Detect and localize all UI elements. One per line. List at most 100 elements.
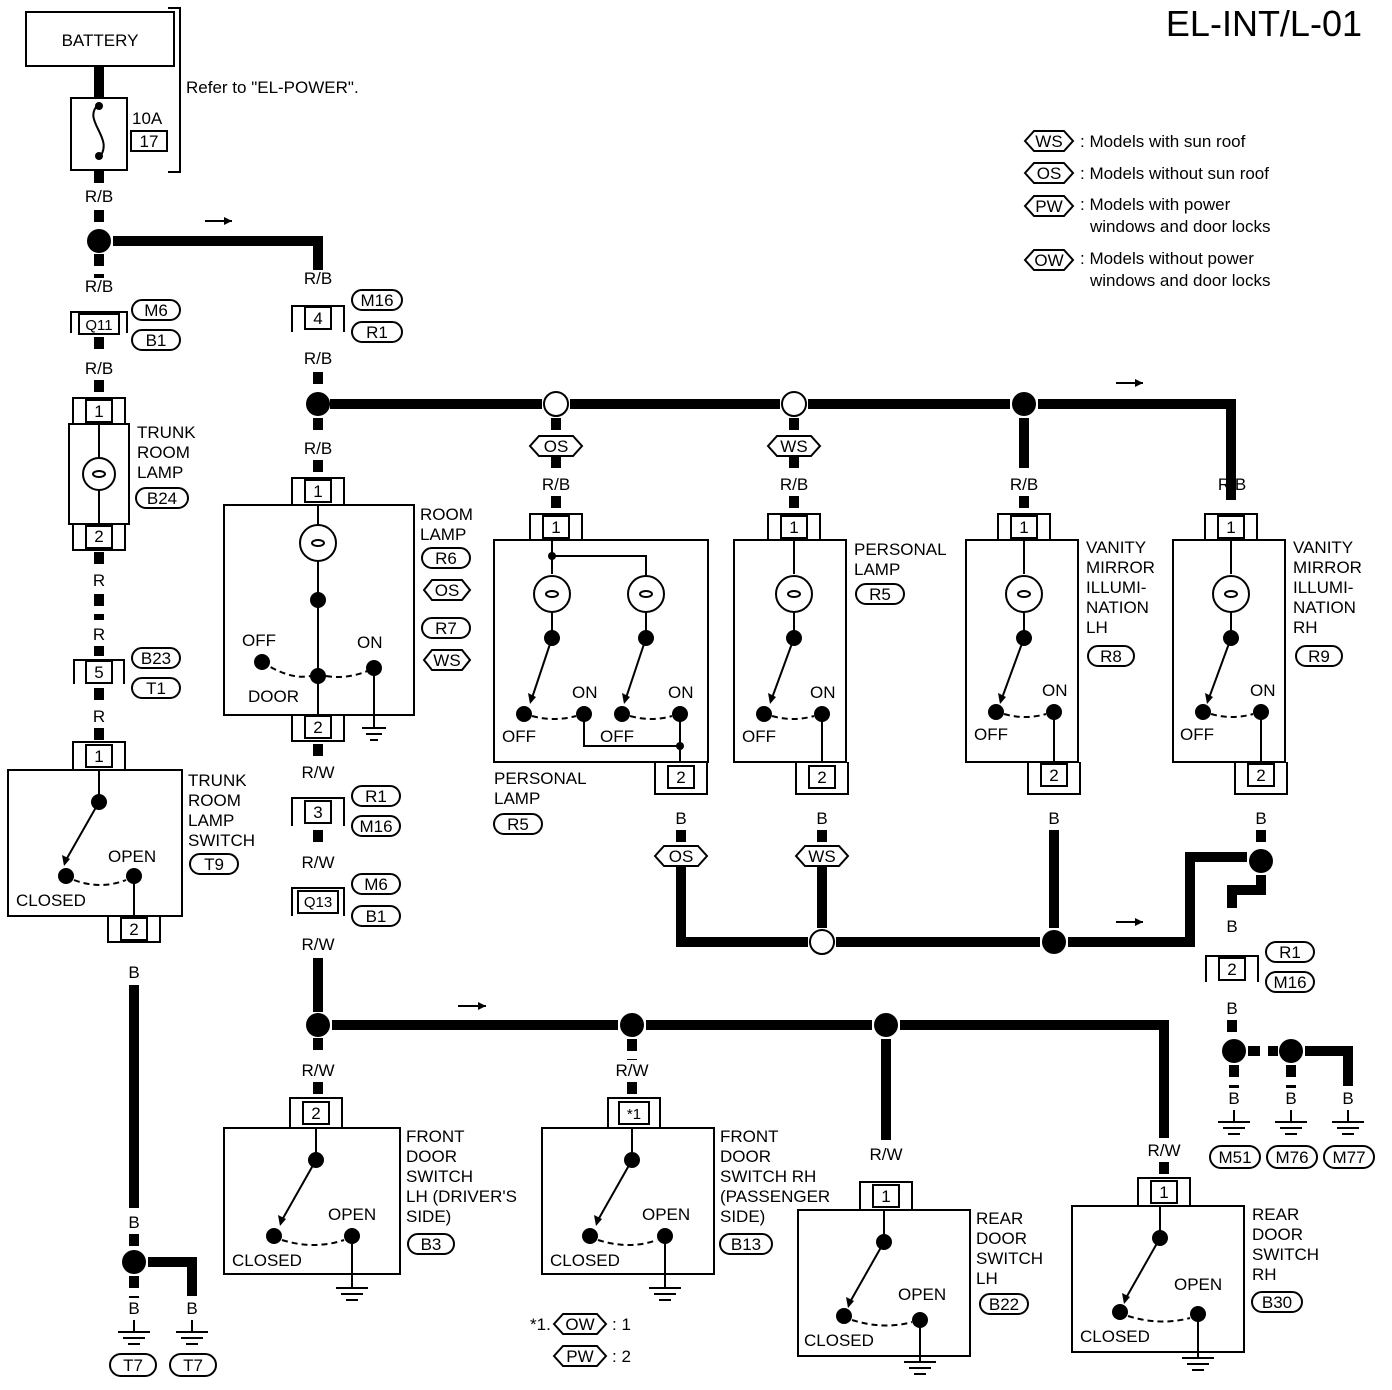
svg-text:T7: T7 <box>123 1356 143 1375</box>
svg-text:SWITCH RH: SWITCH RH <box>720 1167 816 1186</box>
svg-text:LAMP: LAMP <box>188 811 234 830</box>
svg-text:R/B: R/B <box>1218 475 1246 494</box>
svg-text:1: 1 <box>881 1187 890 1206</box>
svg-text:Refer to "EL-POWER".: Refer to "EL-POWER". <box>186 78 359 97</box>
svg-text:: Models without sun roof: : Models without sun roof <box>1080 164 1269 183</box>
svg-text:B3: B3 <box>421 1235 442 1254</box>
svg-text:B: B <box>1228 1089 1239 1108</box>
trunk-room-column: R/B Q11 M6 B1 R/B 1 2 TRUNK ROOM LAMP B2… <box>7 254 255 1377</box>
svg-text:OFF: OFF <box>974 725 1008 744</box>
svg-text:3: 3 <box>313 803 322 822</box>
vanity-mirror-rh: R/B 1 OFF ON VANITY MIRROR ILLUMI- NATIO… <box>1172 475 1362 873</box>
svg-text:ILLUMI-: ILLUMI- <box>1086 578 1146 597</box>
bulb-icon <box>1005 575 1043 613</box>
svg-text:OS: OS <box>669 847 694 866</box>
svg-text:OFF: OFF <box>1180 725 1214 744</box>
svg-text:OFF: OFF <box>600 727 634 746</box>
svg-text:ON: ON <box>810 683 836 702</box>
svg-text:OFF: OFF <box>502 727 536 746</box>
svg-text:DOOR: DOOR <box>406 1147 457 1166</box>
svg-text:R1: R1 <box>365 787 387 806</box>
ground-icon <box>336 1287 368 1301</box>
svg-text:SWITCH: SWITCH <box>406 1167 473 1186</box>
svg-text:T9: T9 <box>204 855 224 874</box>
svg-text:B: B <box>1226 999 1237 1018</box>
svg-text:2: 2 <box>1227 960 1236 979</box>
svg-text:DOOR: DOOR <box>1252 1225 1303 1244</box>
svg-text:M6: M6 <box>364 875 388 894</box>
svg-text:R1: R1 <box>1279 943 1301 962</box>
splice-node <box>306 1013 330 1037</box>
svg-text:T7: T7 <box>183 1356 203 1375</box>
svg-text:1: 1 <box>94 747 103 766</box>
ground-icon <box>176 1331 208 1345</box>
svg-text:2: 2 <box>129 920 138 939</box>
svg-text:: Models with power: : Models with power <box>1080 195 1231 214</box>
svg-text:ON: ON <box>572 683 598 702</box>
svg-text:WS: WS <box>780 437 807 456</box>
svg-text:CLOSED: CLOSED <box>804 1331 874 1350</box>
svg-text:2: 2 <box>1049 766 1058 785</box>
svg-text:M77: M77 <box>1332 1148 1365 1167</box>
svg-text:WS: WS <box>808 847 835 866</box>
svg-text:SIDE): SIDE) <box>720 1207 765 1226</box>
svg-text:TRUNK: TRUNK <box>188 771 247 790</box>
svg-text:1: 1 <box>1226 518 1235 537</box>
bulb-icon <box>82 457 116 491</box>
svg-text:M16: M16 <box>359 817 392 836</box>
svg-text:M16: M16 <box>360 291 393 310</box>
battery-block: BATTERY Refer to "EL-POWER". 10A 17 R/B <box>25 7 359 228</box>
svg-text:2: 2 <box>313 718 322 737</box>
legend-pw: PW : Models with power windows and door … <box>1023 195 1270 236</box>
bulb-icon <box>1212 575 1250 613</box>
rear-door-switch-rh: R/W 1 CLOSED OPEN REAR DOOR SWITCH RH B3… <box>1071 1141 1319 1371</box>
svg-text:FRONT: FRONT <box>720 1127 779 1146</box>
svg-text:R9: R9 <box>1308 647 1330 666</box>
svg-text:B: B <box>1255 809 1266 828</box>
svg-text:M51: M51 <box>1218 1148 1251 1167</box>
svg-text:1: 1 <box>1019 518 1028 537</box>
svg-text:PERSONAL: PERSONAL <box>854 540 947 559</box>
svg-text:: 1: : 1 <box>612 1315 631 1334</box>
svg-text:R/B: R/B <box>542 475 570 494</box>
svg-text:DOOR: DOOR <box>248 687 299 706</box>
svg-text:windows and door locks: windows and door locks <box>1089 271 1270 290</box>
ground-icon <box>1218 1121 1250 1135</box>
svg-text:T1: T1 <box>146 679 166 698</box>
front-door-switch-rh-box <box>541 1127 715 1275</box>
svg-text:B: B <box>1226 917 1237 936</box>
svg-text:1: 1 <box>313 482 322 501</box>
battery-box <box>25 11 175 67</box>
svg-text:CLOSED: CLOSED <box>16 891 86 910</box>
svg-text:2: 2 <box>311 1104 320 1123</box>
vanity-mirror-lh: R/B 1 OFF ON VANITY MIRROR ILLUMI- NATIO… <box>965 475 1155 954</box>
svg-text:Q13: Q13 <box>304 894 332 911</box>
svg-text:OPEN: OPEN <box>898 1285 946 1304</box>
svg-text:B: B <box>816 809 827 828</box>
ground-icon <box>649 1287 681 1301</box>
svg-text:LH: LH <box>976 1269 998 1288</box>
svg-text:R5: R5 <box>869 585 891 604</box>
svg-text:2: 2 <box>817 768 826 787</box>
legend-ws: WS : Models with sun roof <box>1023 130 1246 152</box>
room-lamp-column: R/B 4 M16 R1 R/B R/B 1 OFF ON DOOR 2 ROO… <box>223 269 473 1056</box>
legend-ow: OW : Models without power windows and do… <box>1023 249 1270 290</box>
svg-text:R: R <box>93 625 105 644</box>
personal-lamp-ws: WS R/B 1 OFF ON PERSONAL LAMP R5 2 B WS <box>733 418 947 955</box>
svg-text:B: B <box>675 809 686 828</box>
trunk-room-lamp-switch <box>7 769 183 917</box>
svg-text:SWITCH: SWITCH <box>1252 1245 1319 1264</box>
front-door-switch-lh-box <box>223 1127 401 1275</box>
svg-text:R/W: R/W <box>301 763 334 782</box>
svg-text:1: 1 <box>789 518 798 537</box>
splice-node <box>874 1013 898 1037</box>
svg-text:OS: OS <box>544 437 569 456</box>
svg-text:R: R <box>93 571 105 590</box>
svg-text:LAMP: LAMP <box>494 789 540 808</box>
svg-text:R5: R5 <box>507 815 529 834</box>
svg-text:*1: *1 <box>627 1106 641 1123</box>
svg-text:B23: B23 <box>141 649 171 668</box>
svg-text:B: B <box>1285 1089 1296 1108</box>
svg-text:R/W: R/W <box>615 1061 648 1080</box>
